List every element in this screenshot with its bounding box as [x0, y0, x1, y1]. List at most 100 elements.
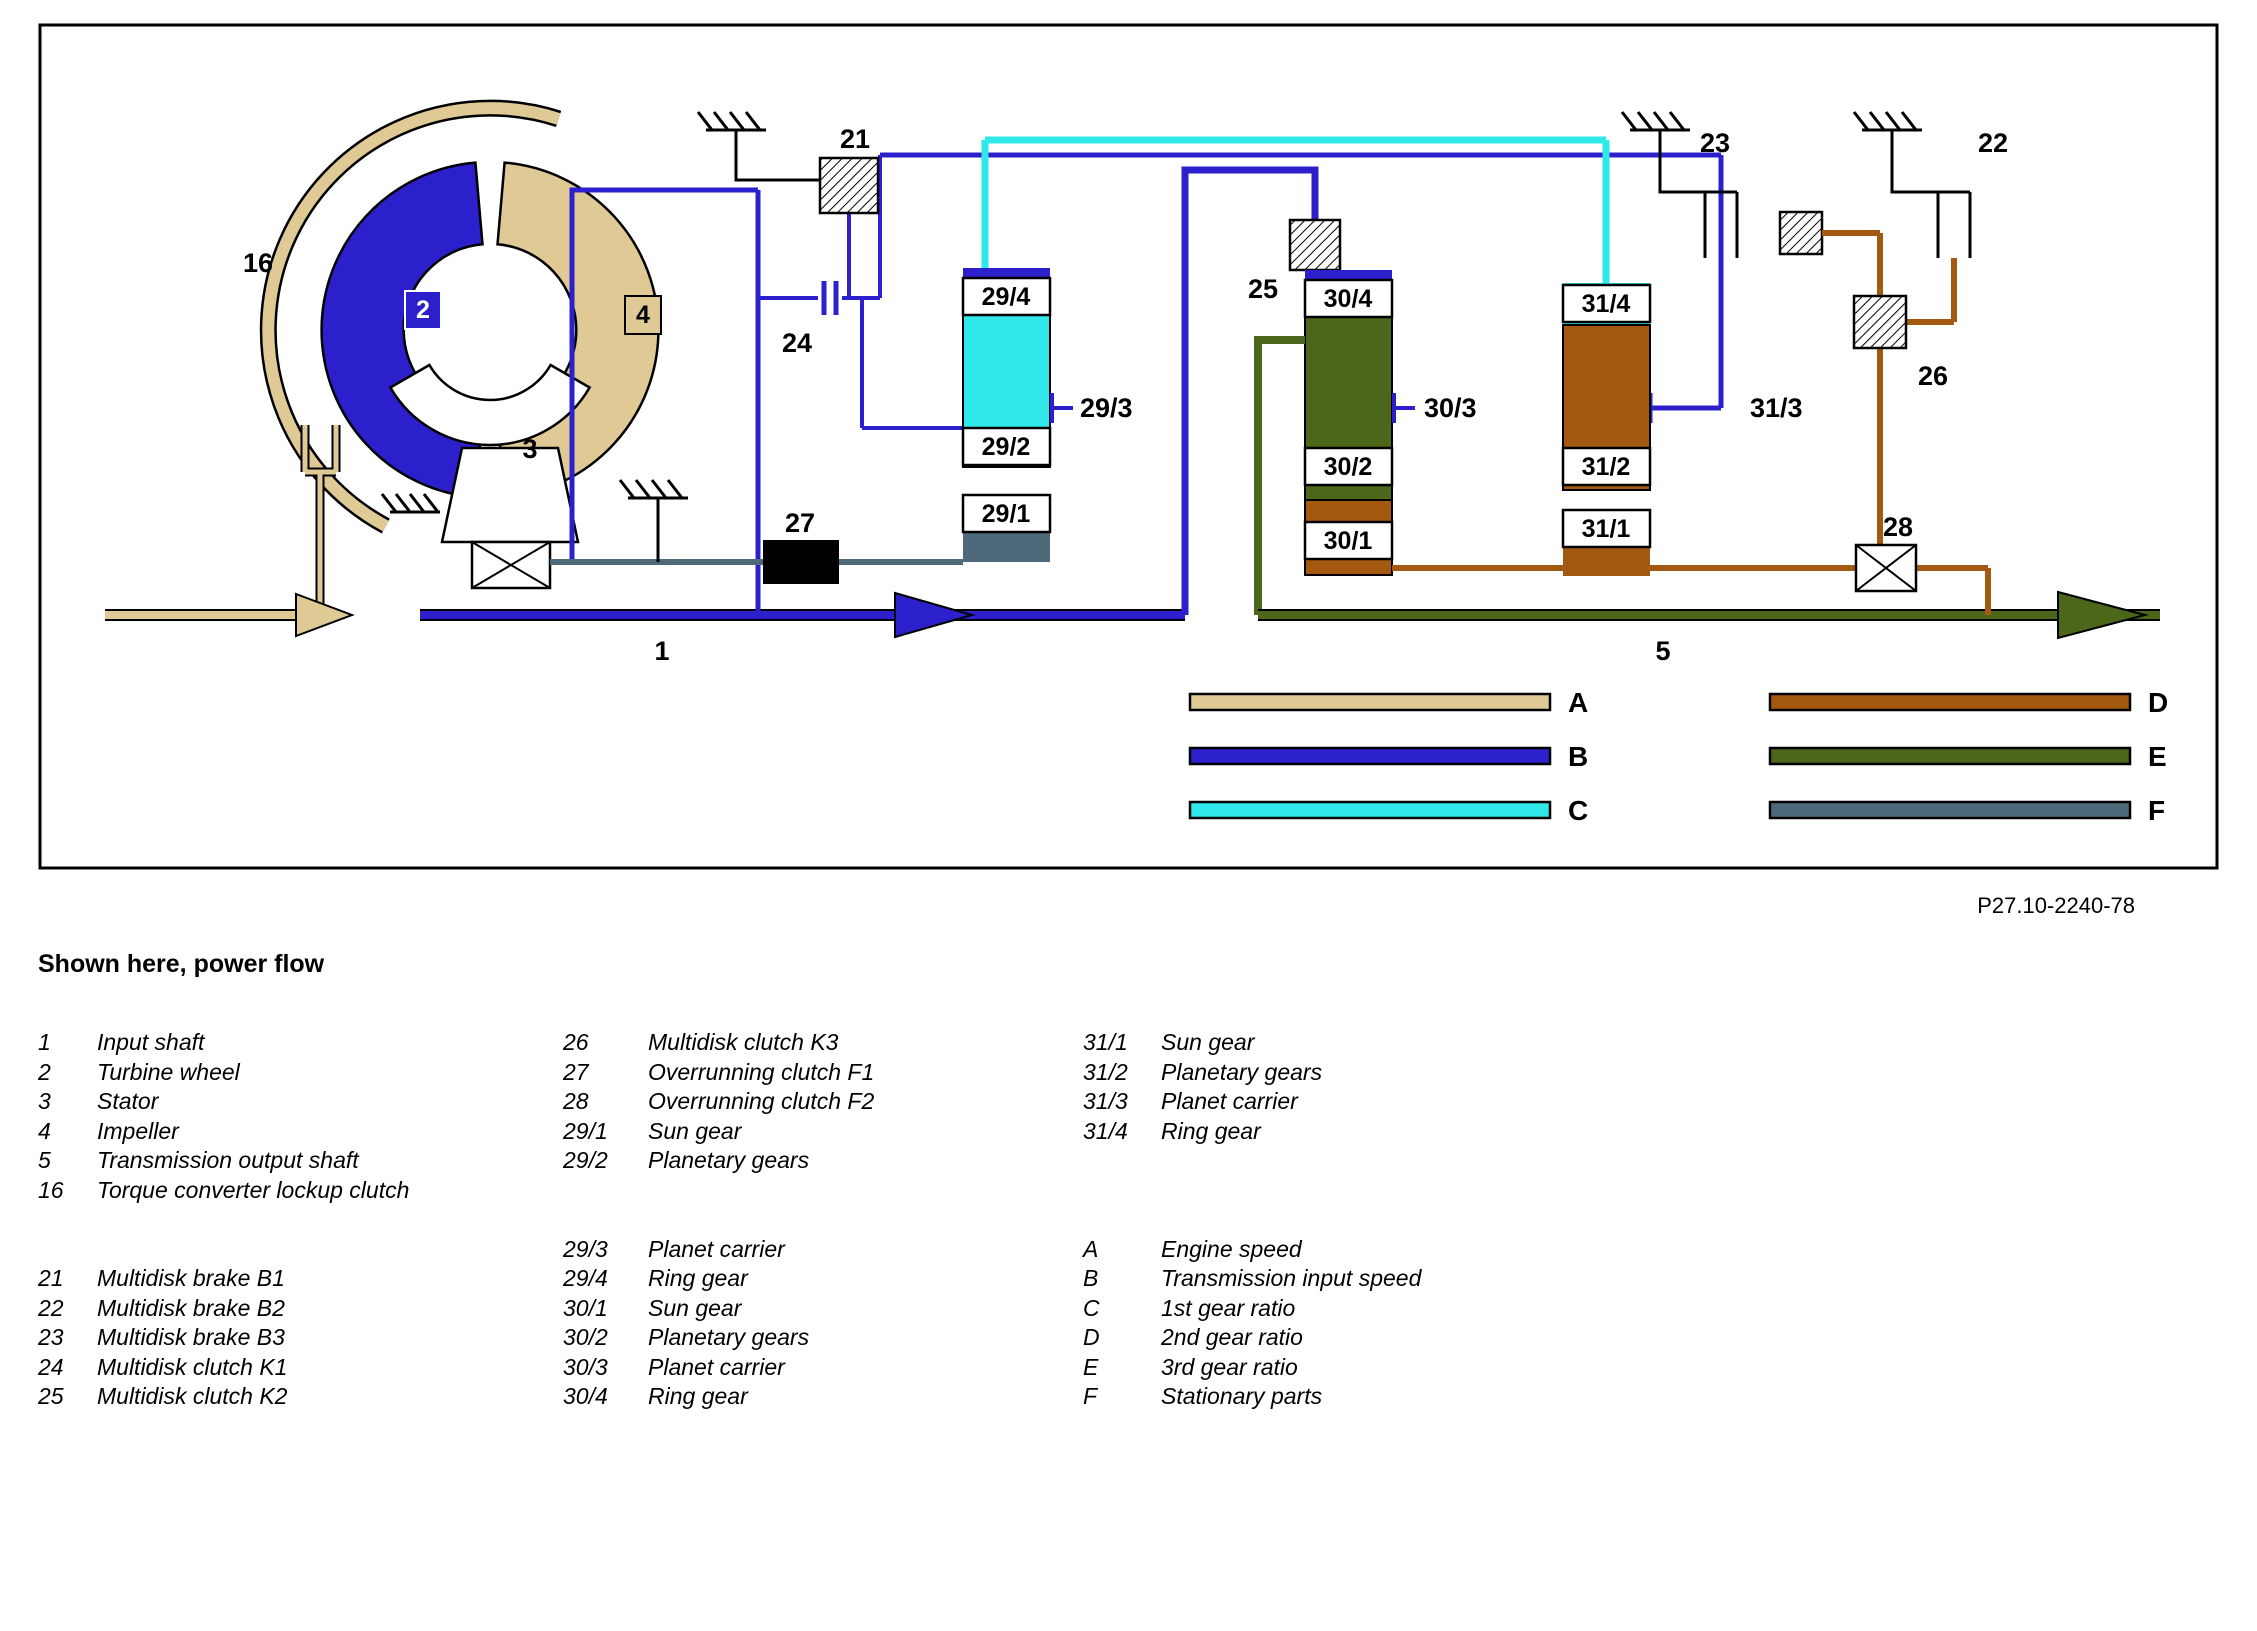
legend-item-label: Stator — [97, 1088, 159, 1115]
output-shaft-5: 5 — [1254, 336, 2160, 666]
legend-item-number: 30/4 — [563, 1383, 608, 1410]
legend-item: 3 Stator — [38, 1087, 538, 1117]
key-label-F: F — [2148, 795, 2165, 826]
legend-item-number: 30/2 — [563, 1324, 608, 1351]
legend-item-number: 29/4 — [563, 1265, 608, 1292]
label-30-4: 30/4 — [1303, 278, 1394, 319]
label-30-1: 30/1 — [1303, 520, 1394, 561]
label-31-4: 31/4 — [1561, 283, 1652, 324]
legend-item-number: 3 — [38, 1088, 51, 1115]
legend-item: 31/4 Ring gear — [1083, 1117, 1643, 1147]
color-key: A B C D E F — [1188, 687, 2168, 826]
legend-item-label: Planetary gears — [648, 1324, 810, 1351]
legend-item-label: Planet carrier — [648, 1353, 785, 1380]
legend-item-number: 5 — [38, 1147, 51, 1174]
ground-symbol — [380, 493, 440, 514]
key-bar-F — [1768, 800, 2132, 820]
legend-spacer — [38, 1205, 538, 1264]
legend-item-label: Planet carrier — [1161, 1088, 1298, 1115]
legend-item-number: 1 — [38, 1029, 51, 1056]
planet-carrier-29-tap — [1050, 393, 1073, 423]
label-3: 3 — [522, 434, 537, 464]
label-16: 16 — [243, 248, 273, 278]
label-21: 21 — [840, 124, 870, 154]
legend-item-label: Turbine wheel — [97, 1058, 240, 1085]
stationary-line: 27 — [550, 479, 963, 584]
legend-item-label: 1st gear ratio — [1161, 1294, 1296, 1321]
brake-b3: 23 — [1620, 111, 1739, 258]
legend-item-number: F — [1083, 1383, 1098, 1410]
svg-text:30/2: 30/2 — [1324, 453, 1373, 481]
label-24: 24 — [782, 328, 812, 358]
legend-item-number: D — [1083, 1324, 1100, 1351]
planet-carrier-30-tap — [1392, 393, 1415, 423]
legend-item-number: 29/2 — [563, 1147, 608, 1174]
arrowhead — [295, 592, 355, 638]
caption-heading: Shown here, power flow — [38, 950, 325, 978]
label-26: 26 — [1918, 361, 1948, 391]
legend-item-label: Planetary gears — [648, 1147, 810, 1174]
legend-item-number: 29/3 — [563, 1235, 608, 1262]
stator-freewheel — [470, 540, 552, 590]
svg-text:29/2: 29/2 — [982, 433, 1031, 461]
gearset-29: 29/4 29/2 29/1 29/3 — [961, 136, 1610, 562]
legend-item-number: 31/1 — [1083, 1029, 1128, 1056]
label-1: 1 — [654, 636, 669, 666]
legend-item: 29/2 Planetary gears — [563, 1146, 1063, 1176]
svg-text:30/4: 30/4 — [1324, 285, 1373, 313]
gearset-31: 31/4 31/2 31/1 31/3 — [1561, 283, 1803, 576]
label-29-4: 29/4 — [961, 276, 1052, 317]
label-25: 25 — [1248, 274, 1278, 304]
svg-text:29/1: 29/1 — [982, 500, 1031, 528]
legend-item-label: Multidisk brake B2 — [97, 1294, 285, 1321]
legend-item: 21 Multidisk brake B1 — [38, 1264, 538, 1294]
label-31-2: 31/2 — [1561, 446, 1652, 487]
legend-item-number: 22 — [38, 1294, 64, 1321]
legend-item-number: E — [1083, 1353, 1099, 1380]
legend-item: 31/3 Planet carrier — [1083, 1087, 1643, 1117]
legend-item-label: Planetary gears — [1161, 1058, 1323, 1085]
label-30-2: 30/2 — [1303, 446, 1394, 487]
label-28: 28 — [1883, 512, 1913, 542]
legend-item-number: 27 — [563, 1058, 589, 1085]
legend-item-number: 31/2 — [1083, 1058, 1128, 1085]
label-31-3: 31/3 — [1750, 393, 1803, 423]
svg-text:31/4: 31/4 — [1582, 290, 1631, 318]
legend-item-number: 25 — [38, 1383, 64, 1410]
freewheel-f1 — [763, 540, 839, 584]
svg-text:2: 2 — [416, 296, 430, 324]
svg-text:31/2: 31/2 — [1582, 453, 1631, 481]
legend-item-number: 31/3 — [1083, 1088, 1128, 1115]
legend-item-label: Ring gear — [1161, 1117, 1261, 1144]
brake-band — [1890, 130, 1972, 258]
label-27: 27 — [785, 508, 815, 538]
svg-text:30/1: 30/1 — [1324, 527, 1373, 555]
legend-item-number: 28 — [563, 1088, 589, 1115]
clutch-k3-structure: 26 — [1778, 210, 1957, 545]
key-bar-A — [1188, 692, 1552, 712]
key-bar-B — [1188, 746, 1552, 766]
legend-spacer — [563, 1176, 1063, 1235]
legend-item-label: Multidisk brake B1 — [97, 1265, 285, 1292]
legend-item-label: Planet carrier — [648, 1235, 785, 1262]
legend-item-number: 31/4 — [1083, 1117, 1128, 1144]
legend-item-label: Torque converter lockup clutch — [97, 1176, 410, 1203]
legend-item-number: 21 — [38, 1265, 64, 1292]
label-23: 23 — [1700, 128, 1730, 158]
key-bar-C — [1188, 800, 1552, 820]
legend-item: 29/3 Planet carrier — [563, 1235, 1063, 1265]
legend-item-number: 4 — [38, 1117, 51, 1144]
